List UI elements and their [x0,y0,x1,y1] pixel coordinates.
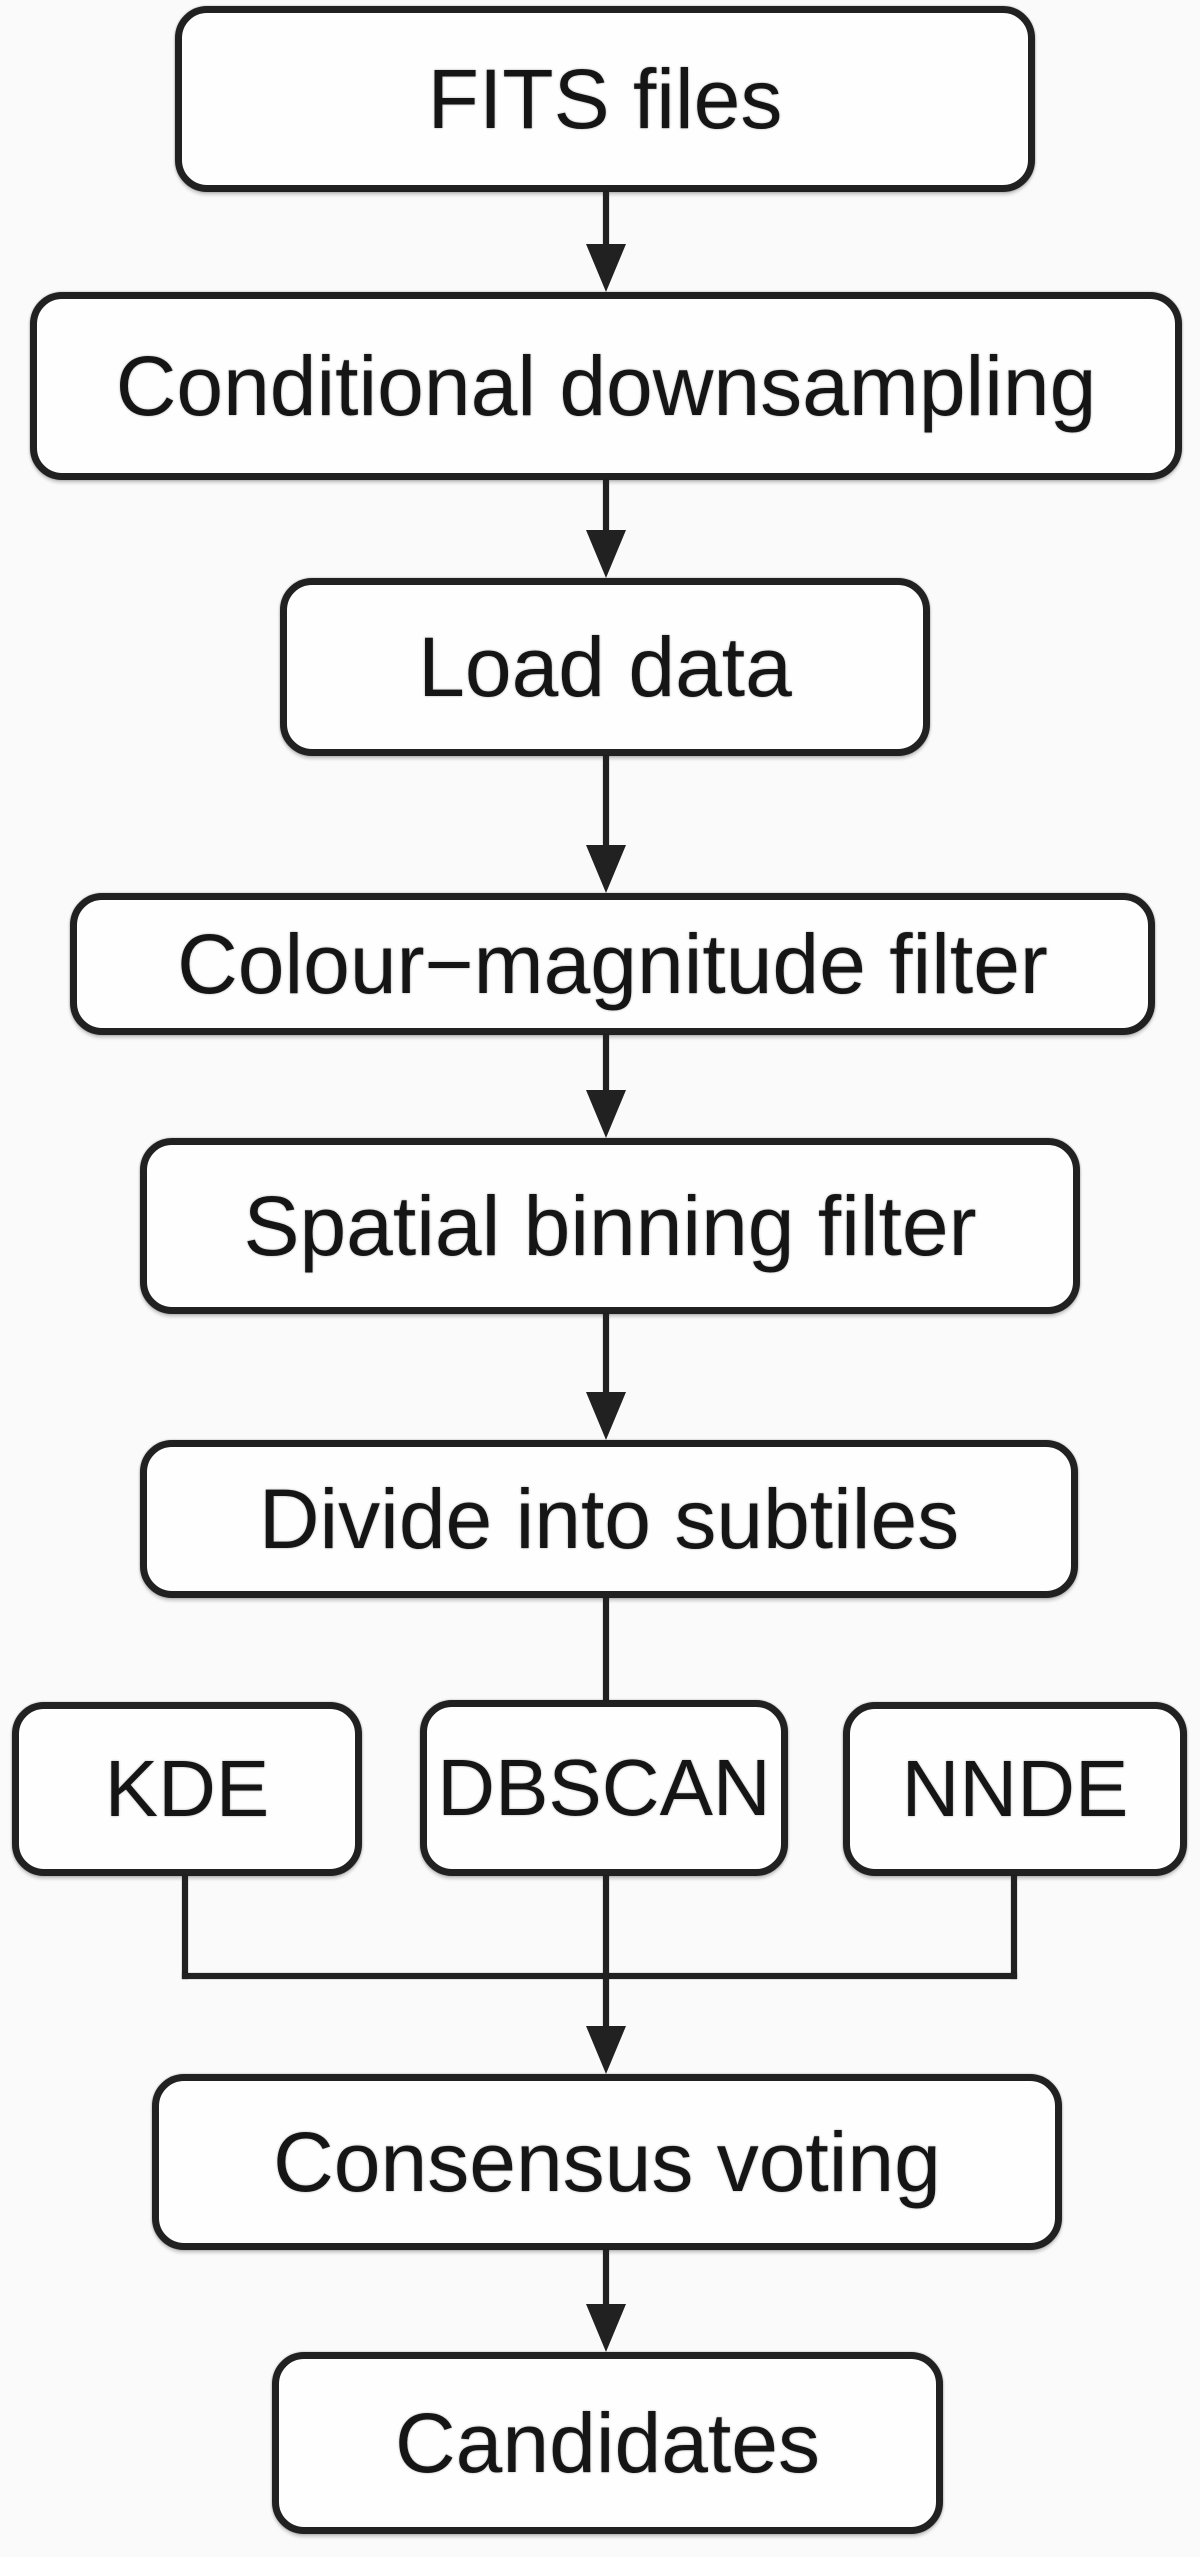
flow-node-conditional-downsampling: Conditional downsampling [30,292,1182,480]
node-label-conditional-downsampling: Conditional downsampling [115,339,1097,433]
node-label-fits-files: FITS files [427,52,783,146]
flow-node-consensus-voting: Consensus voting [152,2074,1062,2250]
node-label-dbscan: DBSCAN [437,1743,771,1832]
node-label-consensus-voting: Consensus voting [273,2115,941,2209]
arrowhead-icon-conditional-to-load [586,530,626,578]
edge-line-spatial-to-divide [603,1314,609,1392]
edge-line-conditional-to-load [603,480,609,530]
arrowhead-icon-colour-to-spatial [586,1090,626,1138]
flow-node-load-data: Load data [280,578,930,756]
flow-node-spatial-binning-filter: Spatial binning filter [140,1138,1080,1314]
flow-node-kde: KDE [12,1702,362,1876]
arrowhead-icon-fits-to-conditional [586,244,626,292]
flow-node-fits-files: FITS files [175,6,1035,192]
edge-line-fits-to-conditional [603,192,609,244]
edge-line-colour-to-spatial [603,1035,609,1090]
edge-line-divide-to-algorithms [603,1598,609,1700]
node-label-spatial-binning-filter: Spatial binning filter [243,1179,977,1273]
node-label-colour-magnitude-filter: Colour−magnitude filter [177,917,1048,1011]
flow-node-colour-magnitude-filter: Colour−magnitude filter [70,893,1155,1035]
flow-node-dbscan: DBSCAN [420,1700,788,1876]
node-label-load-data: Load data [418,620,792,714]
edge-line-merge-to-consensus [603,1876,609,2026]
node-label-candidates: Candidates [395,2396,820,2490]
node-label-nnde: NNDE [901,1744,1129,1833]
arrowhead-icon-load-to-colour [586,845,626,893]
node-label-divide-into-subtiles: Divide into subtiles [258,1472,960,1566]
flow-node-candidates: Candidates [272,2352,943,2534]
edge-line-load-to-colour [603,756,609,845]
flow-node-divide-into-subtiles: Divide into subtiles [140,1440,1078,1598]
edge-line-merge-join [182,1973,1017,1979]
node-label-kde: KDE [104,1744,270,1833]
edge-line-nnde-merge-stub [1011,1876,1017,1979]
edge-line-consensus-to-candidates [603,2250,609,2304]
arrowhead-icon-merge-to-consensus [586,2026,626,2074]
edge-line-kde-merge-stub [182,1876,188,1979]
arrowhead-icon-spatial-to-divide [586,1392,626,1440]
arrowhead-icon-consensus-to-candidates [586,2304,626,2352]
flow-node-nnde: NNDE [843,1702,1187,1876]
